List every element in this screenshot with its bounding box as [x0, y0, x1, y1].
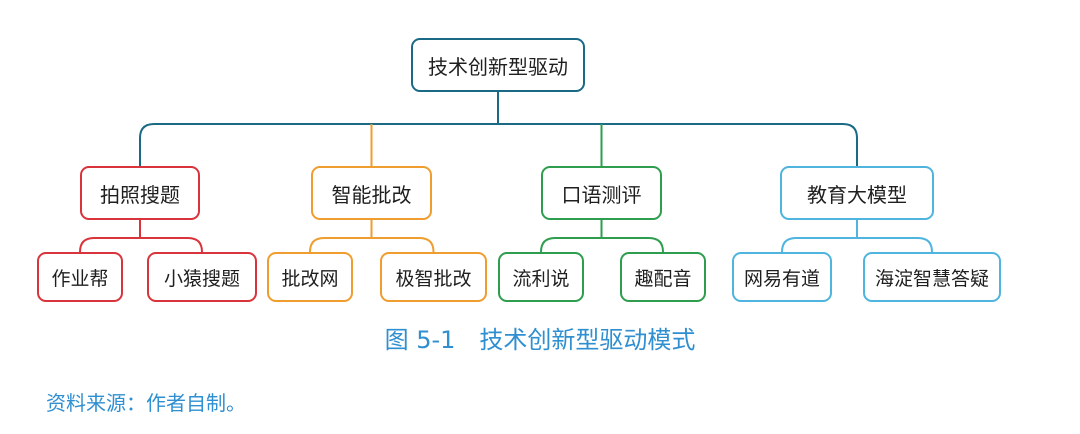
branch-node-4: 教育大模型	[780, 166, 934, 220]
leaf-bracket-3	[540, 237, 664, 253]
branch-node-2: 智能批改	[311, 166, 432, 220]
leaf-node-4-2: 海淀智慧答疑	[863, 252, 1001, 302]
leaf-node-4-1: 网易有道	[732, 252, 832, 302]
leaf-bracket-2	[309, 237, 435, 253]
leaf-node-3-1: 流利说	[498, 252, 584, 302]
branch-node-3: 口语测评	[541, 166, 662, 220]
source-note: 资料来源：作者自制。	[46, 391, 246, 415]
root-branch-bar	[139, 123, 858, 166]
leaf-node-1-2: 小猿搜题	[147, 252, 257, 302]
leaf-node-2-2: 极智批改	[380, 252, 487, 302]
leaf-bracket-4	[781, 237, 933, 253]
figure-caption: 图 5-1 技术创新型驱动模式	[384, 326, 696, 354]
leaf-node-2-1: 批改网	[267, 252, 353, 302]
branch-node-1: 拍照搜题	[80, 166, 200, 220]
root-node: 技术创新型驱动	[411, 38, 585, 92]
leaf-bracket-1	[79, 237, 203, 253]
leaf-node-1-1: 作业帮	[37, 252, 123, 302]
leaf-node-3-2: 趣配音	[620, 252, 706, 302]
